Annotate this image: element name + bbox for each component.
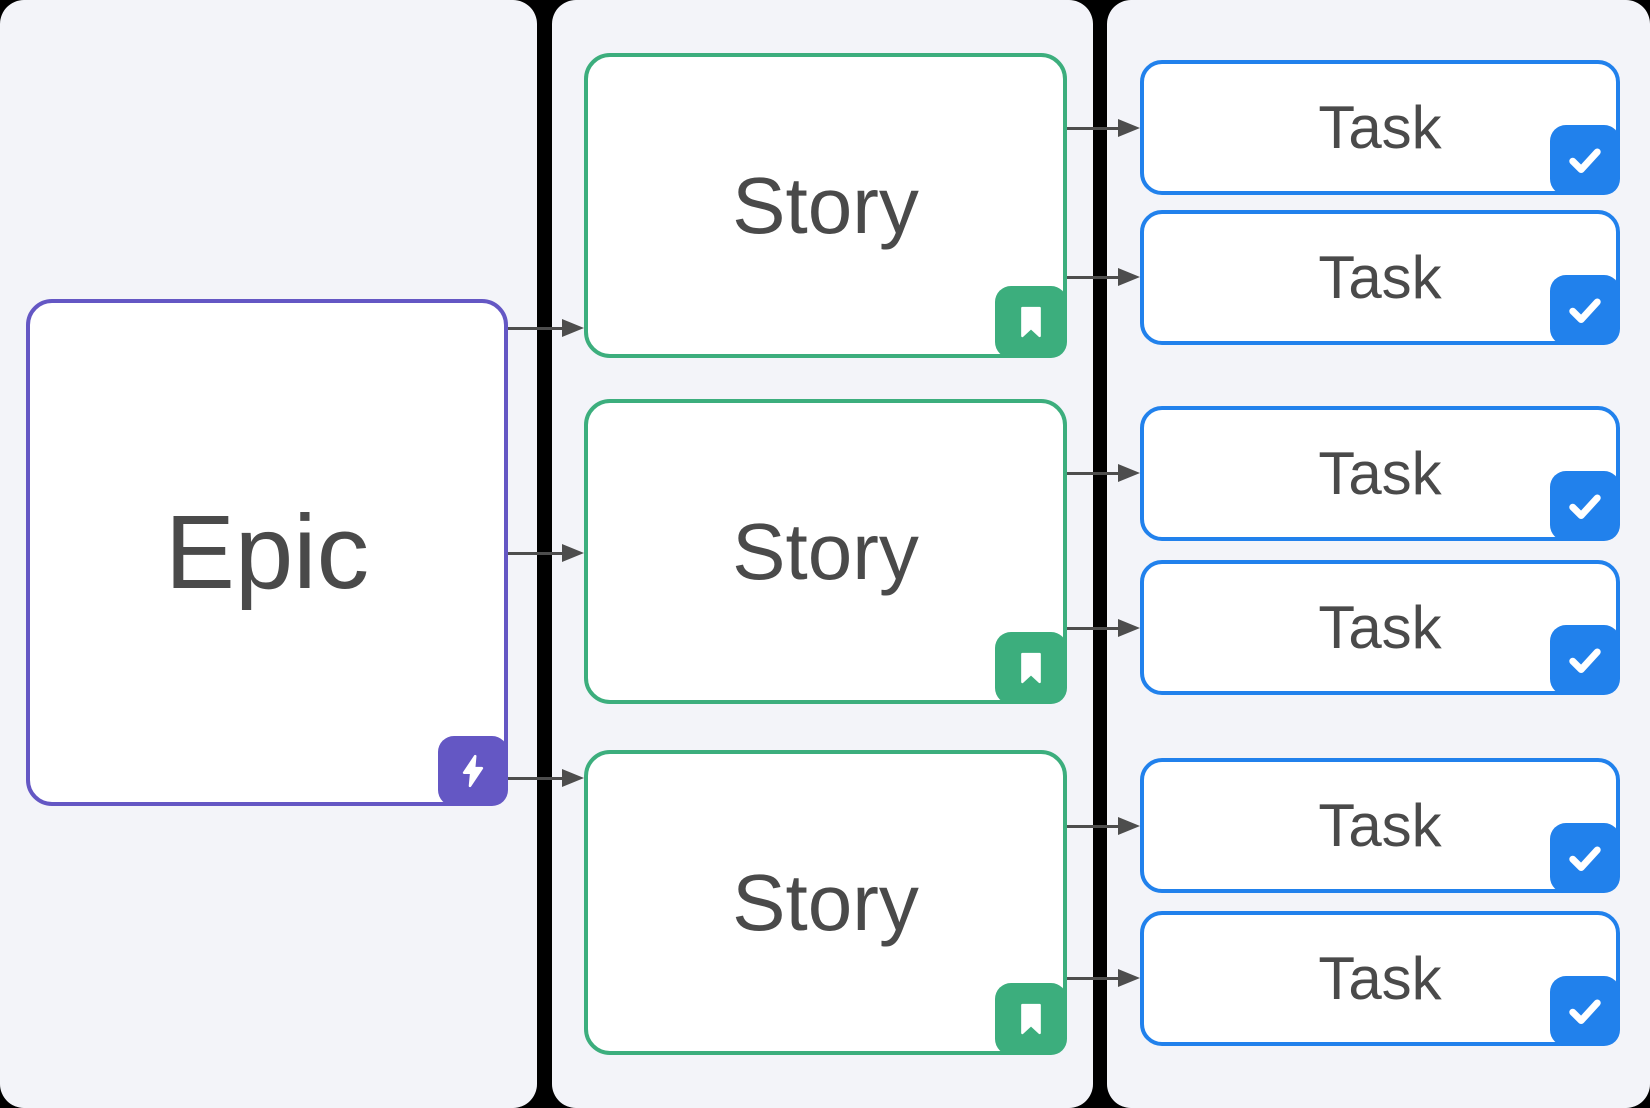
story-badge (995, 286, 1067, 358)
task-badge (1550, 275, 1620, 345)
arrow-shaft (1065, 824, 1118, 828)
task-badge (1550, 625, 1620, 695)
arrowhead-icon (562, 544, 584, 562)
epic-to-story3-arrow (506, 769, 584, 787)
epic-label: Epic (164, 494, 370, 611)
story-badge (995, 983, 1067, 1055)
bookmark-icon (1021, 652, 1041, 684)
story1-to-task1-arrow (1065, 119, 1140, 137)
checkmark-icon (1569, 148, 1601, 174)
arrowhead-icon (1118, 619, 1140, 637)
story1-to-task2-arrow (1065, 268, 1140, 286)
checkmark-icon (1569, 494, 1601, 520)
arrow-shaft (506, 326, 562, 330)
arrow-shaft (1065, 471, 1118, 475)
arrowhead-icon (562, 769, 584, 787)
arrow-shaft (506, 551, 562, 555)
arrow-shaft (1065, 275, 1118, 279)
task-badge (1550, 976, 1620, 1046)
arrowhead-icon (1118, 969, 1140, 987)
story-label: Story (732, 506, 919, 596)
arrow-shaft (1065, 976, 1118, 980)
task-badge (1550, 471, 1620, 541)
checkmark-icon (1569, 846, 1601, 872)
lightning-icon (462, 754, 484, 788)
arrowhead-icon (1118, 119, 1140, 137)
task-label: Task (1318, 791, 1442, 859)
epic-badge (438, 736, 508, 806)
epic-to-story1-arrow (506, 319, 584, 337)
bookmark-icon (1021, 306, 1041, 338)
bookmark-icon (1021, 1003, 1041, 1035)
task-label: Task (1318, 243, 1442, 311)
arrowhead-icon (1118, 464, 1140, 482)
task-card: Task (1140, 406, 1620, 541)
task-card: Task (1140, 210, 1620, 345)
task-card: Task (1140, 560, 1620, 695)
story3-to-task5-arrow (1065, 817, 1140, 835)
task-badge (1550, 125, 1620, 195)
task-label: Task (1318, 944, 1442, 1012)
task-card: Task (1140, 60, 1620, 195)
task-label: Task (1318, 439, 1442, 507)
arrow-shaft (1065, 126, 1118, 130)
checkmark-icon (1569, 298, 1601, 324)
story-label: Story (732, 160, 919, 250)
task-badge (1550, 823, 1620, 893)
story-card: Story (584, 399, 1067, 704)
checkmark-icon (1569, 648, 1601, 674)
checkmark-icon (1569, 999, 1601, 1025)
task-card: Task (1140, 758, 1620, 893)
task-label: Task (1318, 93, 1442, 161)
story-card: Story (584, 53, 1067, 358)
task-card: Task (1140, 911, 1620, 1046)
story-label: Story (732, 857, 919, 947)
arrowhead-icon (1118, 817, 1140, 835)
story-badge (995, 632, 1067, 704)
story3-to-task6-arrow (1065, 969, 1140, 987)
story2-to-task3-arrow (1065, 464, 1140, 482)
story-card: Story (584, 750, 1067, 1055)
arrow-shaft (1065, 626, 1118, 630)
epic-card: Epic (26, 299, 508, 806)
arrowhead-icon (562, 319, 584, 337)
arrowhead-icon (1118, 268, 1140, 286)
arrow-shaft (506, 776, 562, 780)
story2-to-task4-arrow (1065, 619, 1140, 637)
epic-to-story2-arrow (506, 544, 584, 562)
task-label: Task (1318, 593, 1442, 661)
